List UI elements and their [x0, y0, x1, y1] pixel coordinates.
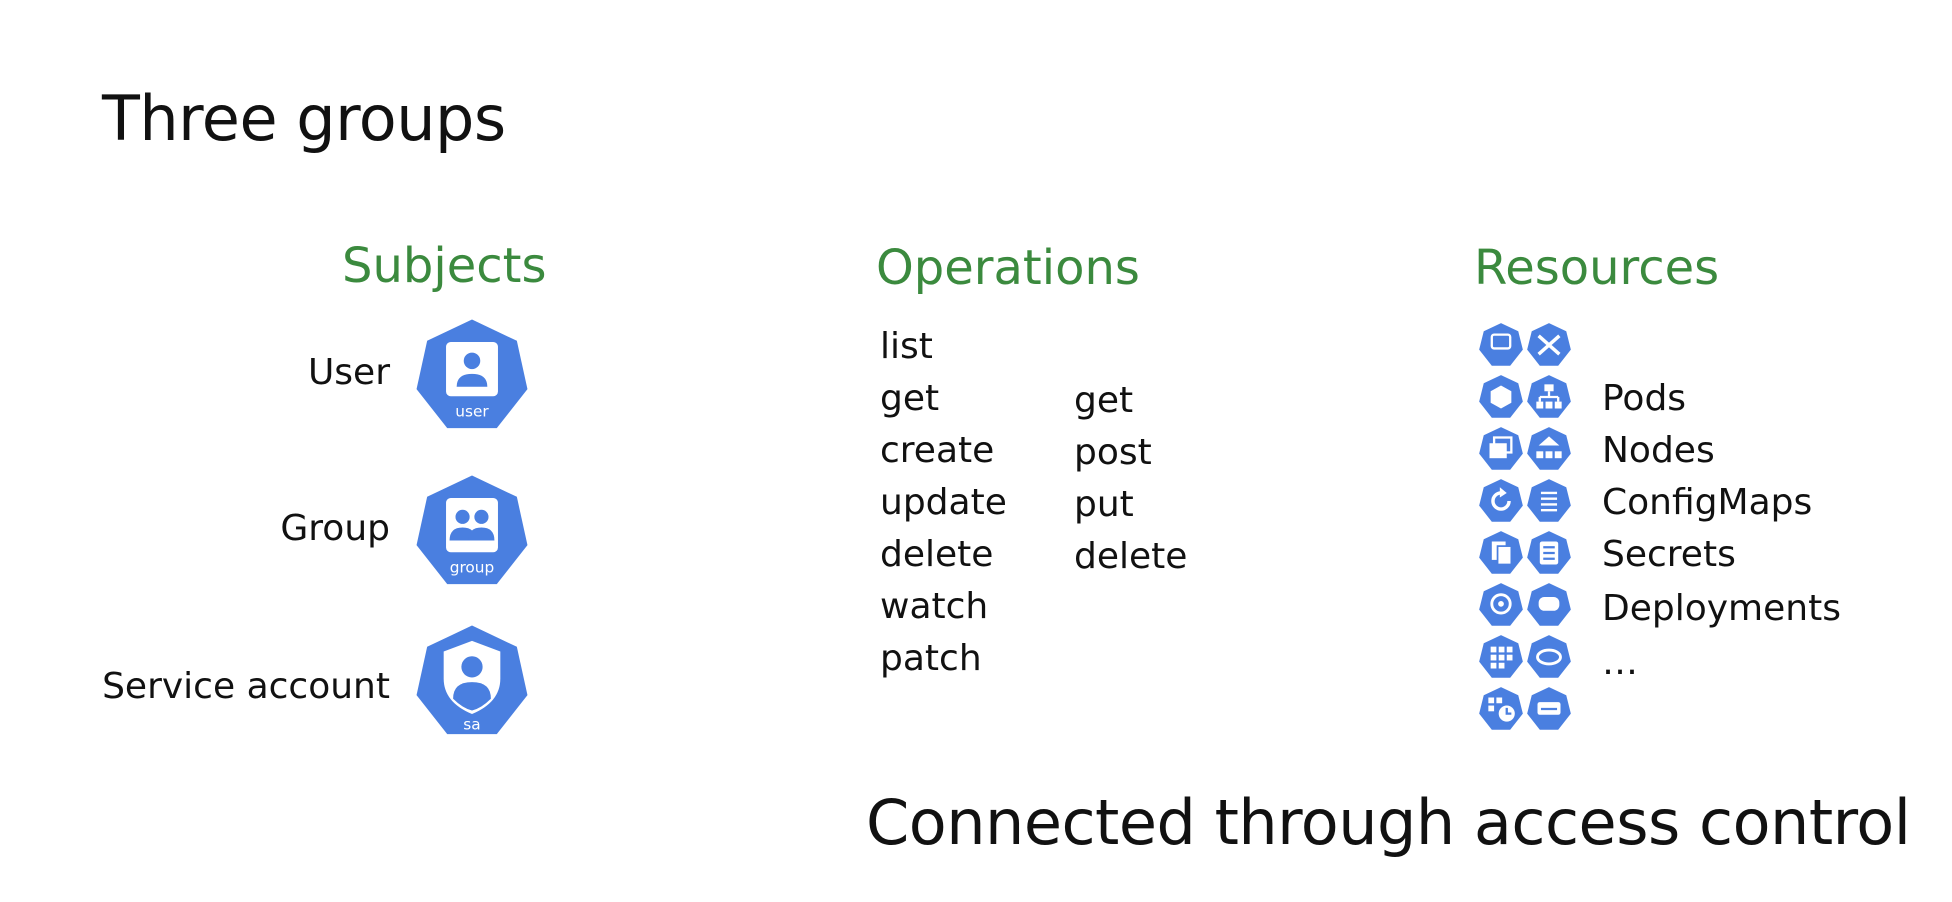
ring-icon	[1527, 635, 1571, 678]
stack-icon	[1479, 427, 1523, 470]
resource-ellipsis: …	[1602, 642, 1638, 683]
op-kubectl-watch: watch	[880, 586, 989, 627]
op-http-post: post	[1074, 432, 1152, 473]
op-http-put: put	[1074, 484, 1134, 525]
tree-icon	[1527, 427, 1571, 470]
storage-icon	[1527, 583, 1571, 626]
disk-icon	[1479, 583, 1523, 626]
op-kubectl-update: update	[880, 482, 1007, 523]
subject-label-service-account: Service account	[102, 666, 390, 707]
network-icon	[1527, 323, 1571, 366]
resource-nodes: Nodes	[1602, 430, 1715, 471]
op-kubectl-get: get	[880, 378, 940, 419]
user-icon: user	[416, 319, 528, 429]
resource-deployments: Deployments	[1602, 588, 1841, 629]
operations-heading: Operations	[876, 240, 1140, 296]
cube-icon	[1479, 375, 1523, 418]
service-account-icon-caption: sa	[463, 715, 480, 733]
resources-heading: Resources	[1474, 240, 1720, 296]
docs-icon	[1479, 531, 1523, 574]
resource-pods: Pods	[1602, 378, 1687, 419]
op-kubectl-patch: patch	[880, 638, 982, 679]
slide-footer: Connected through access control	[866, 786, 1911, 859]
refresh-icon	[1479, 479, 1523, 522]
node-icon	[1527, 531, 1571, 574]
group-icon: group	[416, 475, 528, 585]
user-icon-caption: user	[455, 402, 489, 420]
group-icon-caption: group	[450, 558, 495, 576]
pod-icon	[1479, 323, 1523, 366]
clock-icon	[1479, 687, 1523, 730]
slide-title: Three groups	[102, 82, 506, 155]
list-icon	[1527, 479, 1571, 522]
grid-icon	[1479, 635, 1523, 678]
hierarchy-icon	[1527, 375, 1571, 418]
subjects-heading: Subjects	[342, 238, 547, 294]
op-kubectl-create: create	[880, 430, 995, 471]
subject-label-group: Group	[280, 508, 390, 549]
resource-configmaps: ConfigMaps	[1602, 482, 1813, 523]
op-http-get: get	[1074, 380, 1134, 421]
resource-secrets: Secrets	[1602, 534, 1736, 575]
subject-label-user: User	[307, 352, 390, 393]
op-kubectl-delete: delete	[880, 534, 994, 575]
drive-icon	[1527, 687, 1571, 730]
service-account-icon: sa	[416, 625, 528, 735]
op-http-delete: delete	[1074, 536, 1188, 577]
op-kubectl-list: list	[880, 326, 933, 367]
